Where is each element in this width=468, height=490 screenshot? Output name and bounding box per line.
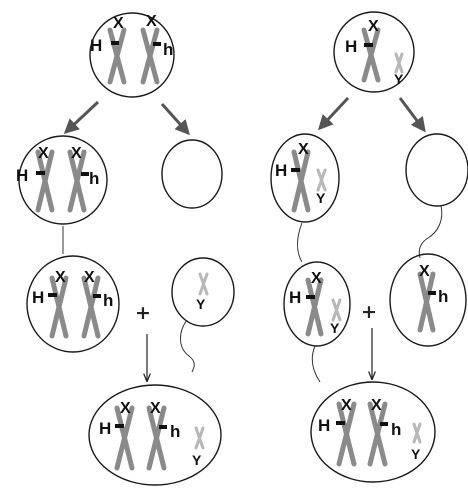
x-label: X [298, 141, 309, 158]
x-label: X [120, 400, 131, 417]
recessive-allele-label: h [103, 291, 113, 310]
arrow [398, 97, 426, 133]
male-parent-cell: X H Y [333, 11, 415, 93]
arrow [317, 96, 350, 131]
x-chromosome-recessive: X h [146, 400, 180, 471]
sperm-y-cell: Y [171, 257, 235, 373]
egg-cell: X H X h [26, 255, 120, 353]
dominant-allele-label: H [32, 288, 44, 307]
x-chromosome-recessive: X h [81, 269, 113, 339]
y-label: Y [192, 452, 202, 468]
sperm-x-cell: X H Y [283, 261, 351, 383]
x-label: X [38, 145, 49, 162]
plus-sign: + [361, 301, 377, 323]
zygote-cell: X H X h Y [88, 384, 222, 486]
y-label: Y [316, 190, 326, 206]
dominant-allele-label: H [318, 416, 330, 435]
x-label: X [341, 397, 352, 414]
dominant-allele-label: H [90, 36, 102, 55]
x-chromosome-dominant: X H [289, 270, 324, 337]
x-label: X [146, 13, 157, 30]
x-label: X [113, 15, 124, 32]
y-label: Y [330, 320, 340, 336]
x-chromosome-dominant: X H [32, 269, 69, 339]
secondary-spermatocyte-cell: X H Y [270, 133, 340, 263]
sperm-tail [418, 205, 443, 259]
y-label: Y [196, 296, 206, 312]
x-label: X [71, 145, 82, 162]
empty-spermatid-cell [405, 133, 468, 259]
zygote-cell: X H X h Y [310, 381, 436, 483]
y-chromosome: Y [330, 298, 342, 336]
recessive-allele-label: h [89, 169, 99, 188]
x-label: X [419, 263, 430, 280]
x-chromosome-dominant: X H [99, 400, 135, 471]
x-label: X [371, 397, 382, 414]
x-label: X [84, 269, 95, 286]
dominant-allele-label: H [289, 288, 301, 307]
recessive-allele-label: h [438, 287, 448, 306]
female-parent-cell: X H X h [89, 12, 175, 98]
polar-body-cell [161, 139, 223, 209]
y-chromosome: Y [192, 426, 205, 468]
arrow [63, 100, 100, 135]
x-chromosome-dominant: X H [90, 15, 127, 85]
arrow [160, 102, 191, 136]
recessive-allele-label: h [170, 422, 180, 441]
x-label: X [311, 270, 322, 287]
y-label: Y [394, 71, 404, 87]
y-chromosome: Y [411, 422, 422, 462]
y-label: Y [411, 446, 421, 462]
y-chromosome: Y [316, 168, 327, 206]
x-chromosome-recessive: X h [417, 263, 448, 333]
x-chromosome-recessive: X h [67, 145, 99, 213]
dominant-allele-label: H [99, 419, 111, 438]
dominant-allele-label: H [275, 161, 287, 180]
x-chromosome-dominant: X H [275, 141, 311, 213]
link-line [297, 222, 303, 263]
plus-sign: + [135, 302, 151, 324]
x-chromosome-recessive: X h [367, 397, 401, 467]
sperm-tail [180, 319, 195, 373]
x-label: X [150, 400, 161, 417]
x-label: X [55, 269, 66, 286]
y-chromosome: Y [394, 52, 404, 87]
recessive-allele-label: h [391, 420, 401, 439]
dominant-allele-label: H [345, 37, 357, 56]
x-chromosome-recessive: X h [140, 13, 173, 85]
x-chromosome-dominant: X H [345, 18, 381, 83]
recessive-allele-label: h [163, 40, 173, 59]
egg-cell: X h [389, 253, 467, 347]
x-chromosome-dominant: X H [16, 145, 55, 213]
sperm-tail [311, 345, 321, 383]
x-label: X [368, 18, 379, 35]
dominant-allele-label: H [16, 166, 28, 185]
x-chromosome-dominant: X H [318, 397, 357, 467]
secondary-oocyte-cell: X H X h [16, 135, 108, 225]
